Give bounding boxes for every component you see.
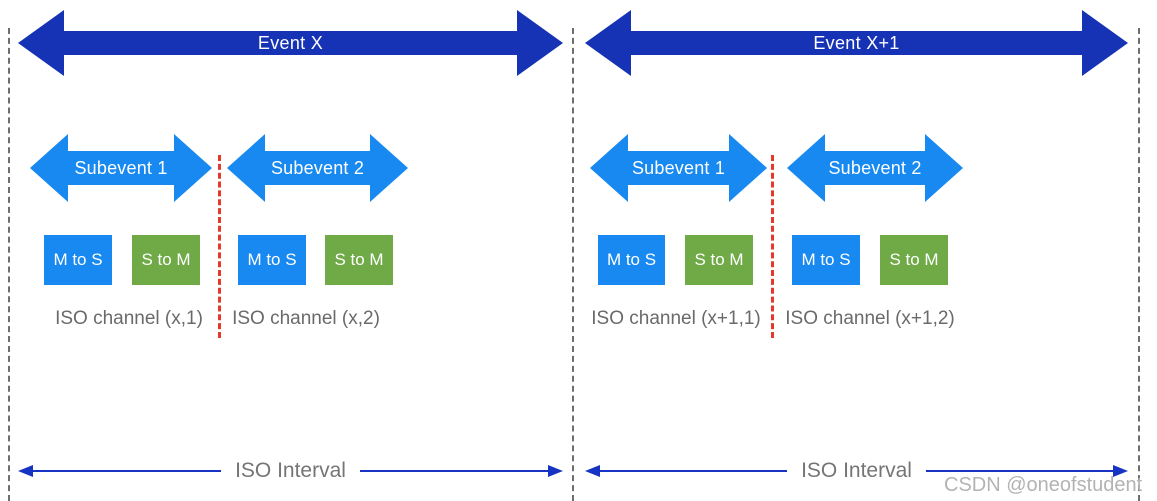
event-boundary-line-middle xyxy=(572,28,574,501)
s-to-m-box: S to M xyxy=(685,235,753,285)
subevent-label: Subevent 1 xyxy=(74,157,168,178)
iso-channel-label: ISO channel (x,2) xyxy=(232,308,380,329)
event-arrow-shaft: Event X xyxy=(64,31,517,55)
event-arrow-shaft: Event X+1 xyxy=(631,31,1082,55)
left-arrowhead-icon xyxy=(787,134,825,202)
subevent-label: Subevent 1 xyxy=(631,157,726,178)
s-to-m-box: S to M xyxy=(325,235,393,285)
interval-line xyxy=(600,470,788,472)
event-x1-arrow-icon: Event X+1 xyxy=(585,10,1128,76)
subevent-1-arrow-icon: Subevent 1 xyxy=(30,134,212,202)
right-arrowhead-icon xyxy=(1082,10,1128,76)
m-to-s-box: M to S xyxy=(238,235,306,285)
subevent-2-arrow-icon: Subevent 2 xyxy=(787,134,963,202)
left-arrowhead-icon xyxy=(590,134,628,202)
interval-line xyxy=(359,470,549,472)
event-x-arrow-icon: Event X xyxy=(18,10,563,76)
right-arrowhead-icon xyxy=(1113,465,1129,477)
right-arrowhead-icon xyxy=(370,134,408,202)
iso-interval-label: ISO Interval xyxy=(235,459,346,482)
iso-interval-arrow-icon: ISO Interval xyxy=(18,459,564,482)
subevent-divider-line xyxy=(771,155,774,338)
iso-channel-label: ISO channel (x,1) xyxy=(55,308,203,329)
iso-interval-label: ISO Interval xyxy=(801,459,912,482)
subevent-arrow-shaft: Subevent 2 xyxy=(825,151,925,185)
watermark: CSDN @oneofstudent xyxy=(944,474,1143,496)
interval-line xyxy=(925,470,1114,472)
left-arrowhead-icon xyxy=(18,465,33,477)
subevent-1-arrow-icon: Subevent 1 xyxy=(590,134,767,202)
m-to-s-box: M to S xyxy=(792,235,860,285)
event-x1-panel: Event X+1 Subevent 1 Subevent 2 M to S S… xyxy=(572,0,1138,501)
left-arrowhead-icon xyxy=(18,10,64,76)
right-arrowhead-icon xyxy=(174,134,212,202)
m-to-s-box: M to S xyxy=(44,235,112,285)
interval-line xyxy=(33,470,222,472)
event-x-panel: Event X Subevent 1 Subevent 2 M to S S t… xyxy=(8,0,572,501)
s-to-m-box: S to M xyxy=(132,235,200,285)
subevent-arrow-shaft: Subevent 1 xyxy=(68,151,174,185)
left-arrowhead-icon xyxy=(585,465,600,477)
event-boundary-line-left xyxy=(8,28,10,501)
s-to-m-box: S to M xyxy=(880,235,948,285)
right-arrowhead-icon xyxy=(548,465,564,477)
event-label: Event X+1 xyxy=(813,32,900,53)
left-arrowhead-icon xyxy=(227,134,265,202)
right-arrowhead-icon xyxy=(729,134,767,202)
right-arrowhead-icon xyxy=(925,134,963,202)
subevent-divider-line xyxy=(218,155,221,338)
iso-channel-label: ISO channel (x+1,1) xyxy=(591,308,761,329)
subevent-label: Subevent 2 xyxy=(828,157,922,178)
event-boundary-line-right xyxy=(1138,28,1140,501)
subevent-label: Subevent 2 xyxy=(270,157,365,178)
iso-interval-arrow-icon: ISO Interval xyxy=(585,459,1129,482)
event-label: Event X xyxy=(257,32,324,53)
left-arrowhead-icon xyxy=(585,10,631,76)
right-arrowhead-icon xyxy=(517,10,563,76)
left-arrowhead-icon xyxy=(30,134,68,202)
m-to-s-box: M to S xyxy=(598,235,665,285)
subevent-arrow-shaft: Subevent 1 xyxy=(628,151,729,185)
subevent-2-arrow-icon: Subevent 2 xyxy=(227,134,408,202)
iso-channel-label: ISO channel (x+1,2) xyxy=(785,308,955,329)
subevent-arrow-shaft: Subevent 2 xyxy=(265,151,370,185)
